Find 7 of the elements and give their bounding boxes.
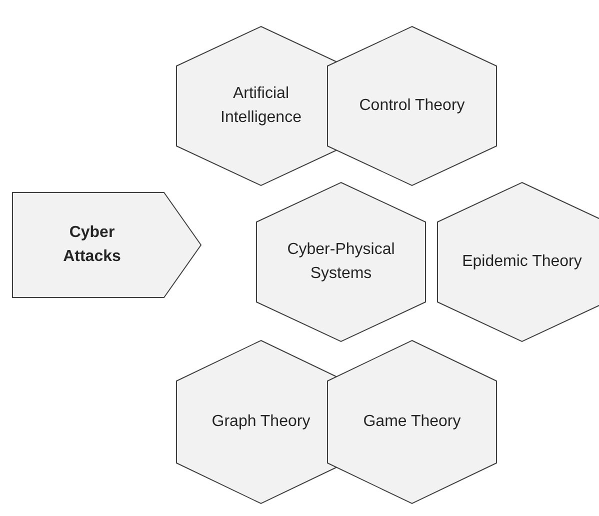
node-label: Graph Theory: [210, 412, 312, 432]
node-label: Game Theory: [362, 412, 462, 432]
node-label: Cyber-Physical Systems: [286, 240, 396, 284]
node-label: Epidemic Theory: [461, 252, 583, 272]
node-label: Artificial Intelligence: [220, 84, 302, 128]
node-label: Cyber Attacks: [62, 223, 122, 267]
node-label: Control Theory: [358, 96, 466, 116]
